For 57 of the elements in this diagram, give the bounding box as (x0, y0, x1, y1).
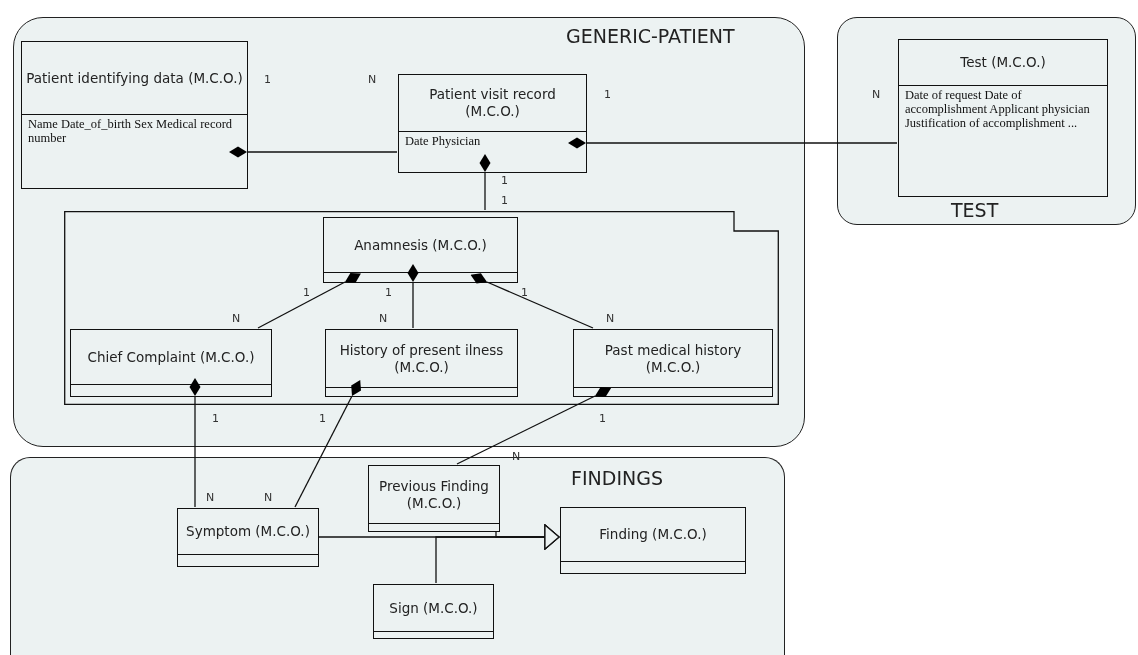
attribute-list: Name Date_of_birth Sex Medical record number (22, 115, 247, 188)
class-box (398, 74, 587, 173)
multiplicity-label: N (264, 491, 273, 504)
composition-line (229, 146, 398, 158)
multiplicity-label: 1 (604, 88, 611, 101)
package-frame (64, 211, 779, 405)
composition-line (568, 137, 898, 149)
class-box (573, 329, 773, 397)
class-name: Past medical history (M.C.O.) (574, 330, 772, 388)
multiplicity-label: 1 (599, 412, 606, 425)
multiplicity-label: 1 (303, 286, 310, 299)
class-name: Test (M.C.O.) (899, 40, 1107, 86)
composition-line (294, 380, 361, 508)
composition-line (470, 273, 594, 329)
class-name: Anamnesis (M.C.O.) (324, 218, 517, 273)
multiplicity-label: N (232, 312, 241, 325)
composition-line (257, 272, 361, 329)
class-name: Previous Finding (M.C.O.) (369, 466, 499, 524)
class-name: Patient identifying data (M.C.O.) (22, 42, 247, 115)
multiplicity-label: 1 (212, 412, 219, 425)
class-name: Chief Complaint (M.C.O.) (71, 330, 271, 385)
class-box (373, 584, 494, 639)
multiplicity-label: N (606, 312, 615, 325)
package-title: FINDINGS (571, 467, 663, 489)
class-name: Sign (M.C.O.) (374, 585, 493, 632)
multiplicity-label: N (379, 312, 388, 325)
multiplicity-label: 1 (264, 73, 271, 86)
multiplicity-label: 1 (319, 412, 326, 425)
attribute-list: Date of request Date of accomplishment Applicant physician Justification of accomplishment ... (899, 86, 1107, 196)
class-box (177, 508, 319, 567)
package-title: GENERIC-PATIENT (566, 25, 735, 47)
attribute-list: Date Physician (399, 132, 586, 172)
class-name: History of present ilness (M.C.O.) (326, 330, 517, 388)
multiplicity-label: 1 (385, 286, 392, 299)
multiplicity-label: 1 (521, 286, 528, 299)
multiplicity-label: N (872, 88, 881, 101)
multiplicity-label: 1 (501, 194, 508, 207)
class-box (560, 507, 746, 574)
class-box (21, 41, 248, 189)
class-name: Patient visit record (M.C.O.) (399, 75, 586, 132)
composition-line (407, 264, 419, 329)
composition-line (479, 154, 491, 211)
class-box (70, 329, 272, 397)
class-box (898, 39, 1108, 197)
generalization-arrow (435, 524, 560, 584)
class-name: Symptom (M.C.O.) (178, 509, 318, 555)
multiplicity-label: N (368, 73, 377, 86)
composition-line (189, 378, 201, 508)
package-title: TEST (951, 199, 999, 221)
composition-line (456, 387, 612, 465)
package-frame (13, 17, 805, 447)
multiplicity-label: 1 (501, 174, 508, 187)
class-name: Finding (M.C.O.) (561, 508, 745, 562)
class-box (325, 329, 518, 397)
package-frame (837, 17, 1136, 225)
class-box (323, 217, 518, 283)
multiplicity-label: N (206, 491, 215, 504)
